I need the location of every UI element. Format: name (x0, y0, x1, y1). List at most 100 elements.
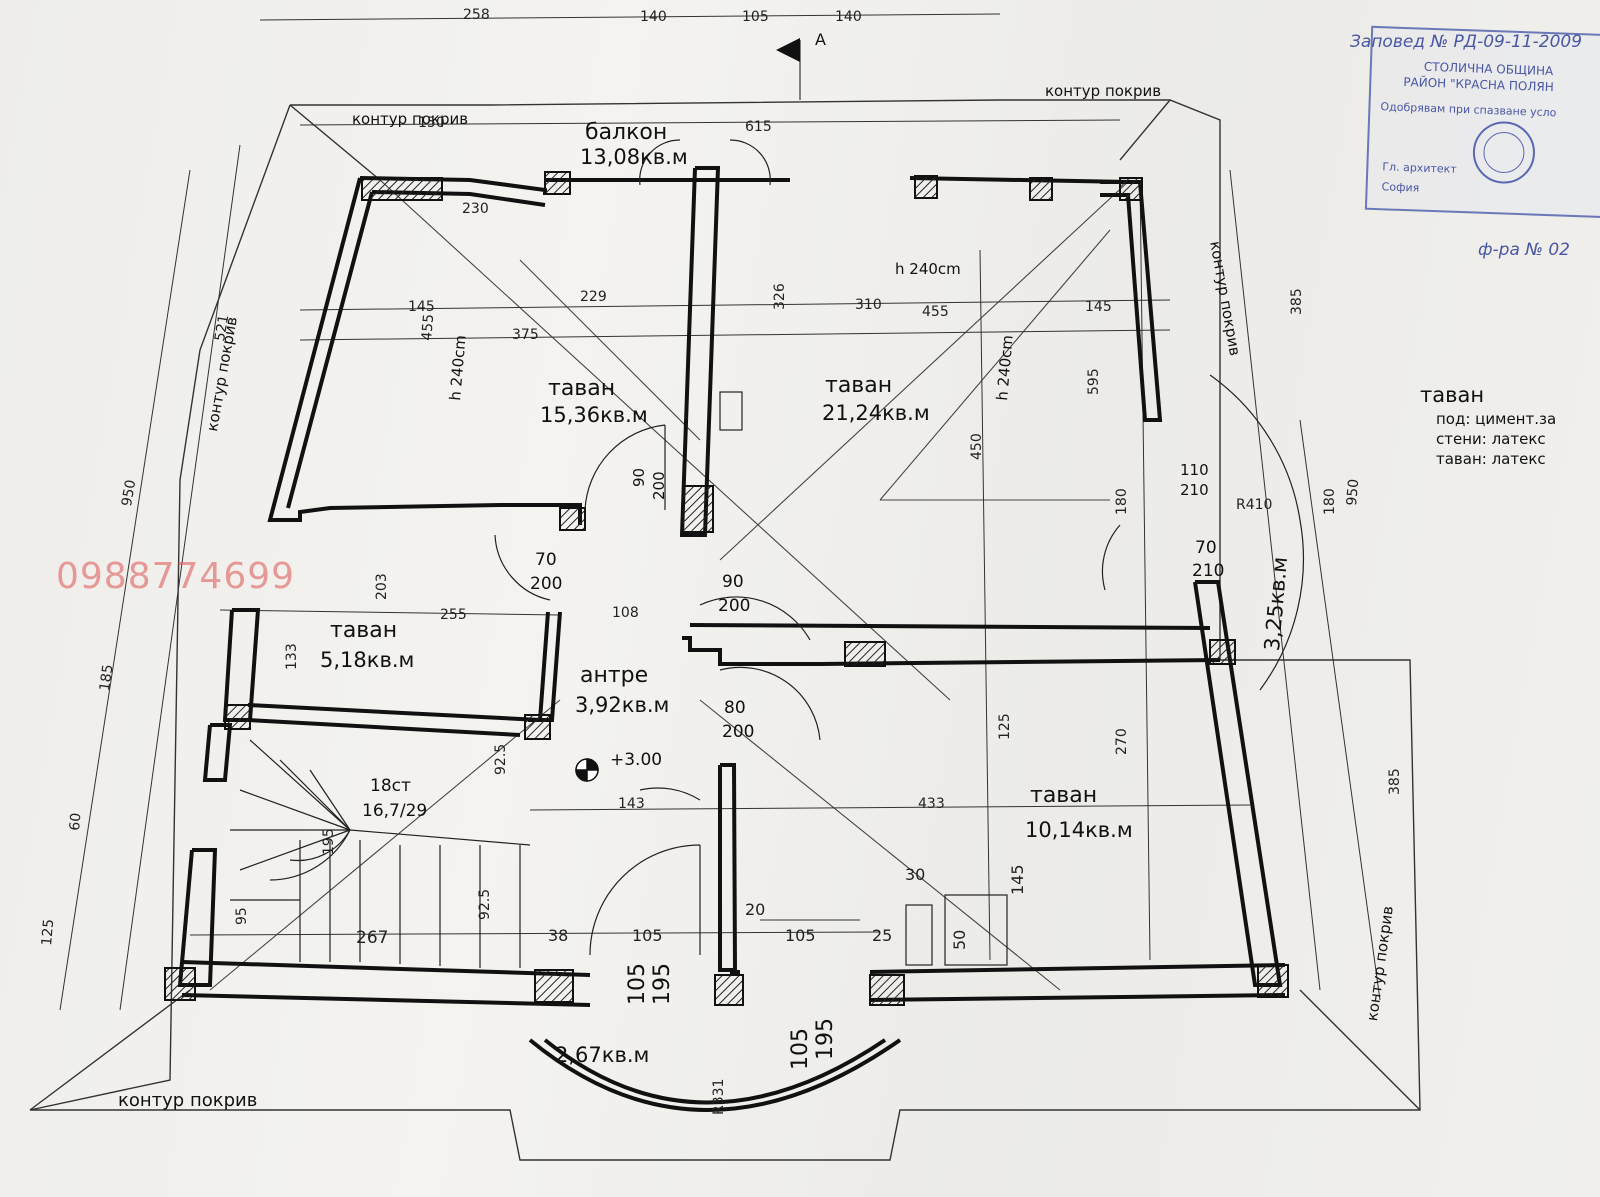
fixtures (719, 391, 1008, 966)
dim-door-80: 80 (724, 698, 746, 718)
dim-145: 145 (408, 299, 435, 315)
level-marker (575, 758, 599, 782)
stairs-size: 16,7/29 (362, 801, 428, 821)
dim-455: 455 (419, 313, 438, 342)
dim-20: 20 (745, 900, 766, 919)
level-mark: +3.00 (610, 750, 663, 770)
dim-595: 595 (1086, 368, 1102, 395)
dim-455b: 455 (922, 304, 949, 320)
stamp-line-5: София (1381, 180, 1420, 195)
dim-125b: 125 (39, 918, 58, 947)
stairs-steps: 18ст (370, 776, 411, 796)
dim-450: 450 (969, 433, 985, 460)
dim-185: 185 (97, 663, 117, 693)
round-seal (1472, 121, 1535, 184)
walls (177, 166, 1286, 1112)
room-porch-area: 2,67кв.м (555, 1043, 650, 1067)
dim-25: 25 (872, 926, 893, 945)
legend-line-ceiling: таван: латекс (1436, 450, 1546, 468)
dim-porch-105b: 105 (788, 1028, 813, 1070)
dim-145b: 145 (1085, 299, 1112, 315)
dim-top-258: 258 (463, 7, 490, 23)
room-hall-area: 3,92кв.м (575, 693, 670, 717)
room-attic3-name: таван (330, 618, 398, 643)
dim-108: 108 (612, 605, 639, 621)
legend-line-floor: под: цимент.за (1436, 410, 1557, 428)
dim-door-70b: 70 (1195, 538, 1217, 558)
dim-143: 143 (618, 796, 645, 812)
dim-195: 195 (321, 828, 337, 855)
dim-r410: R410 (1236, 497, 1273, 513)
stairs (230, 739, 531, 968)
dim-105a: 105 (632, 926, 663, 945)
dim-door-70b-210: 210 (1192, 561, 1225, 581)
dim-203: 203 (374, 573, 390, 600)
door-swings (494, 139, 1305, 956)
room-attic4-area: 10,14кв.м (1025, 818, 1133, 842)
dim-125: 125 (997, 713, 1013, 740)
dim-top-140a: 140 (640, 9, 667, 25)
dim-92-5b: 92.5 (477, 888, 493, 920)
dim-door-70-200: 200 (530, 574, 563, 594)
stamp-line-2: РАЙОН "КРАСНА ПОЛЯН (1403, 74, 1554, 95)
dim-255: 255 (440, 607, 467, 623)
phone-watermark: 0988774699 (56, 556, 296, 597)
dim-window-210: 210 (1180, 481, 1209, 499)
dim-door-80-200: 200 (722, 722, 755, 742)
dim-top-105: 105 (742, 9, 769, 25)
dim-50: 50 (950, 929, 969, 950)
dim-375: 375 (512, 327, 539, 343)
dim-porch-195: 195 (650, 963, 675, 1005)
dim-433: 433 (918, 796, 945, 812)
dim-92-5a: 92.5 (493, 743, 509, 775)
approval-stamp: СТОЛИЧНА ОБЩИНА РАЙОН "КРАСНА ПОЛЯН Одоб… (1364, 25, 1600, 219)
dim-385b: 385 (1387, 768, 1403, 795)
dim-326: 326 (772, 283, 788, 310)
dim-150: 150 (418, 115, 445, 131)
dim-top-140b: 140 (835, 9, 862, 25)
dim-133: 133 (284, 643, 300, 670)
legend-line-walls: стени: латекс (1436, 430, 1546, 448)
room-attic3-area: 5,18кв.м (320, 648, 415, 672)
handwritten-note-right: ф-ра № 02 (1478, 240, 1570, 260)
dim-38: 38 (548, 926, 569, 945)
section-mark: A (815, 30, 826, 49)
dim-267: 267 (356, 928, 389, 948)
dim-balcony-615: 615 (745, 119, 772, 135)
dim-window-110: 110 (1180, 461, 1209, 479)
dim-door-90: 90 (630, 467, 648, 487)
roof-contour-label-top-left: контур покрив (352, 110, 469, 128)
dim-right-950: 950 (1344, 478, 1363, 507)
dim-door-200: 200 (650, 471, 668, 500)
dim-porch-105: 105 (625, 963, 650, 1005)
dim-270: 270 (1114, 728, 1130, 755)
dim-105b: 105 (785, 926, 816, 945)
room-attic1-name: таван (548, 376, 616, 401)
height-label-top: h 240cm (895, 260, 961, 278)
dim-385a: 385 (1289, 288, 1305, 315)
roof-contour (29, 99, 1421, 1161)
roof-ridges (209, 179, 1131, 991)
dim-310: 310 (855, 297, 882, 313)
roof-contour-label-top-right: контур покрив (1045, 82, 1162, 100)
dimension-lines (59, 13, 1381, 1011)
dim-180a: 180 (1114, 488, 1130, 515)
dim-r331: R331 (711, 1078, 727, 1115)
dim-door-90b: 90 (722, 572, 744, 592)
columns (164, 171, 1289, 1006)
dim-230: 230 (462, 201, 489, 217)
legend-title: таван (1420, 383, 1485, 407)
balcony-name: балкон (585, 120, 668, 145)
dim-95: 95 (234, 907, 250, 925)
room-hall-name: антре (580, 663, 649, 688)
dim-door-90b-200: 200 (718, 596, 751, 616)
dim-229: 229 (580, 289, 607, 305)
room-attic1-area: 15,36кв.м (540, 403, 648, 427)
dim-porch-195b: 195 (813, 1018, 838, 1060)
section-arrow (776, 38, 801, 100)
stamp-line-4: Гл. архитект (1382, 160, 1457, 176)
roof-contour-label-bottom: контур покрив (118, 1090, 258, 1111)
dim-door-70: 70 (535, 550, 557, 570)
handwritten-note-top: Заповед № РД-09-11-2009 (1350, 32, 1583, 52)
